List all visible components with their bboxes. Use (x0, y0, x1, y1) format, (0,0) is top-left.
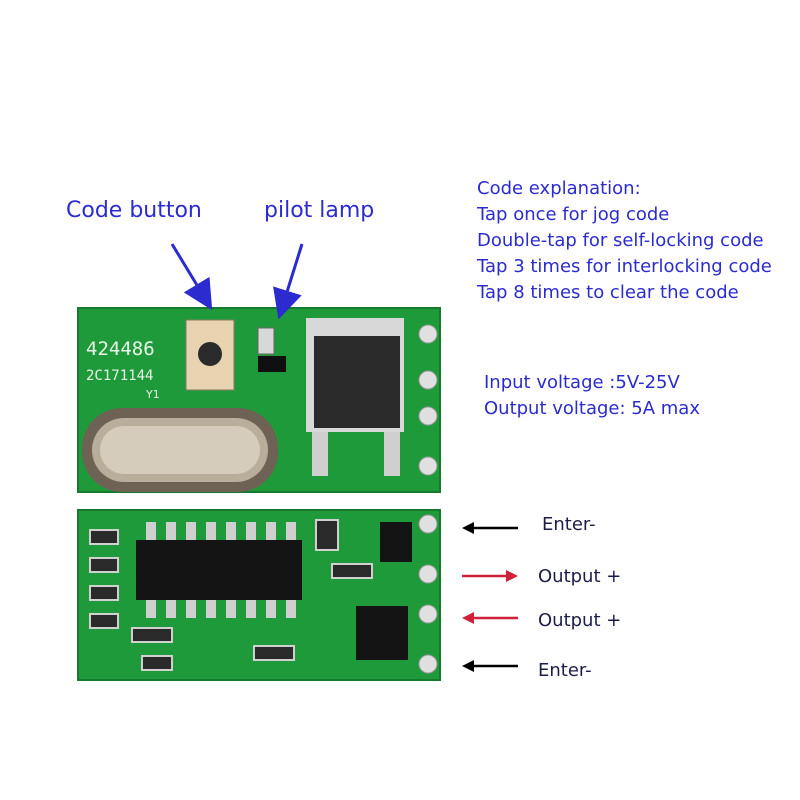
input-voltage: Input voltage :5V-25V (484, 372, 680, 393)
pin-label: Enter- (542, 514, 596, 535)
pin-arrow-head (462, 612, 474, 624)
code-button-arrow (170, 243, 213, 311)
code-explanation: Code explanation: Tap once for jog code … (477, 176, 772, 306)
crystal-ref: Y1 (146, 388, 160, 401)
code-button (185, 319, 235, 391)
output-voltage: Output voltage: 5A max (484, 398, 700, 419)
pilot-lamp (257, 327, 275, 355)
pin-label: Output + (538, 566, 622, 587)
voltage-regulator (306, 318, 404, 476)
code-explanation-line: Tap 3 times for interlocking code (477, 256, 772, 277)
pin-label: Enter- (538, 660, 592, 681)
voltage-specs: Input voltage :5V-25V Output voltage: 5A… (484, 370, 700, 422)
pin-arrow-head (506, 570, 518, 582)
code-explanation-line: Double-tap for self-locking code (477, 230, 764, 251)
code-explanation-heading: Code explanation: (477, 178, 641, 199)
pin-arrow-head (462, 522, 474, 534)
crystal-oscillator (82, 408, 278, 492)
pin-label: Output + (538, 610, 622, 631)
pcb-back (77, 509, 441, 681)
ic-chip (136, 522, 302, 618)
pin-arrow-head (462, 660, 474, 672)
code-explanation-line: Tap 8 times to clear the code (477, 282, 739, 303)
pilot-lamp-arrow (273, 243, 304, 320)
board-date-code: 2C171144 (86, 368, 154, 384)
board-serial: 424486 (86, 338, 155, 360)
pilot-lamp-label: pilot lamp (264, 198, 375, 223)
code-explanation-line: Tap once for jog code (477, 204, 670, 225)
code-button-label: Code button (66, 198, 202, 223)
pcb-front (77, 307, 441, 493)
